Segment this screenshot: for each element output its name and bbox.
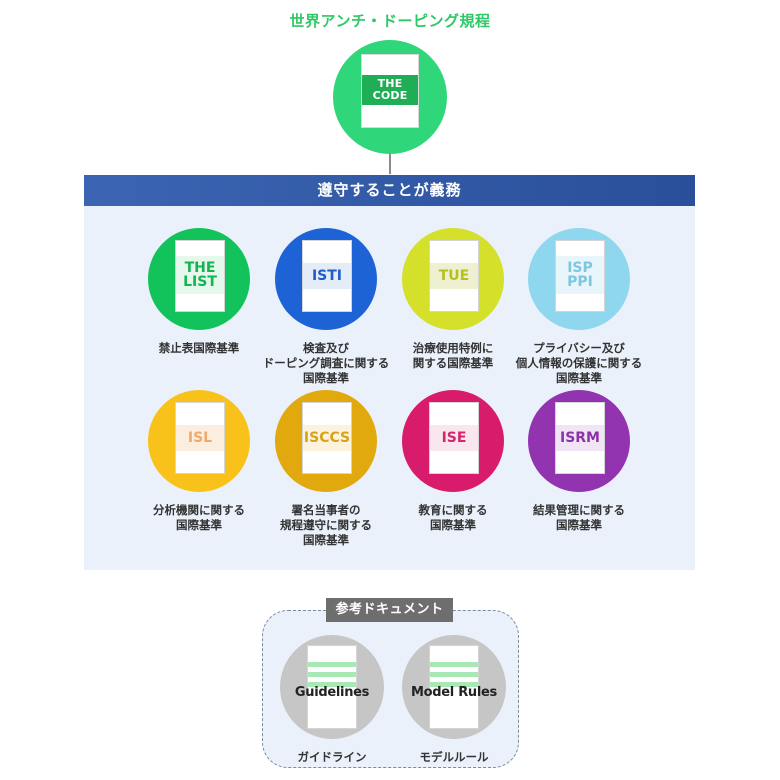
reference-label: モデルルール [419, 750, 489, 764]
standard-code: TUE [430, 263, 478, 289]
reference-icon: Model Rules [402, 635, 506, 739]
document-stripe [308, 672, 356, 677]
standard-code-line1: ISRM [559, 430, 600, 446]
standard-code-line1: TUE [438, 268, 470, 284]
reference-label: ガイドライン [297, 750, 367, 764]
standard-label-line: 署名当事者の [291, 503, 361, 517]
reference-document [429, 645, 479, 729]
standard-label-line: 国際基準 [303, 533, 349, 547]
standard-label-line: ドーピング調査に関する [262, 356, 390, 370]
reference-document [307, 645, 357, 729]
standard-document: ISTI [302, 240, 352, 312]
reference-icon: Guidelines [280, 635, 384, 739]
standard-icon: ISCCS [275, 390, 377, 492]
standard-document: ISE [429, 402, 479, 474]
standard-code-line1: ISCCS [303, 430, 351, 446]
standard-icon: ISRM [528, 390, 630, 492]
standard-label: 結果管理に関する国際基準 [504, 503, 654, 533]
standard-code: ISRM [556, 425, 604, 451]
standard-code-line1: ISE [441, 430, 467, 446]
standard-label-line: 教育に関する [418, 503, 488, 517]
standard-label: 検査及びドーピング調査に関する国際基準 [251, 341, 401, 386]
document-stripe [308, 662, 356, 667]
standard-label: 禁止表国際基準 [124, 341, 274, 356]
standard-label: プライバシー及び個人情報の保護に関する国際基準 [504, 341, 654, 386]
standard-label: 教育に関する国際基準 [378, 503, 528, 533]
standard-label-line: 禁止表国際基準 [158, 341, 240, 355]
code-doc-line1: THE [377, 77, 403, 90]
mandatory-heading: 遵守することが義務 [84, 175, 695, 206]
standard-label: 署名当事者の規程遵守に関する国際基準 [251, 503, 401, 548]
standard-code: ISCCS [303, 425, 351, 451]
reference-section: Guidelines ガイドライン Model Rules モデルルール [262, 610, 519, 768]
standard-icon: TUE [402, 228, 504, 330]
standard-label-line: 結果管理に関する [533, 503, 625, 517]
standard-label: 分析機関に関する国際基準 [124, 503, 274, 533]
standard-code-line1: ISP [567, 260, 593, 276]
document-stripe [430, 672, 478, 677]
document-stripe [430, 682, 478, 687]
standard-code: ISTI [303, 263, 351, 289]
code-document: THE CODE [361, 54, 419, 128]
reference-word: Model Rules [411, 685, 497, 700]
code-title: 世界アンチ・ドーピング規程 [289, 12, 491, 30]
standard-label-line: 関する国際基準 [412, 356, 494, 370]
standard-label-line: 治療使用特例に [412, 341, 494, 355]
document-stripe [430, 662, 478, 667]
standard-code-line1: THE [184, 260, 216, 276]
standard-label-line: 規程遵守に関する [280, 518, 372, 532]
standard-label-line: プライバシー及び [533, 341, 625, 355]
standard-document: ISRM [555, 402, 605, 474]
standard-label-line: 国際基準 [430, 518, 476, 532]
standard-label-line: 個人情報の保護に関する [515, 356, 643, 370]
standard-code-line1: ISL [187, 430, 213, 446]
standard-code: ISL [176, 425, 224, 451]
code-doc-line2: CODE [372, 89, 408, 102]
code-document-icon[interactable]: THE CODE [333, 40, 447, 154]
document-stripe [308, 682, 356, 687]
reference-heading: 参考ドキュメント [326, 598, 453, 622]
standard-document: TUE [429, 240, 479, 312]
standard-icon: ISL [148, 390, 250, 492]
standard-label-line: 国際基準 [556, 371, 602, 385]
standard-label-line: 分析機関に関する [153, 503, 245, 517]
standard-code-line1: ISTI [311, 268, 343, 284]
standard-icon: ISE [402, 390, 504, 492]
standard-document: ISCCS [302, 402, 352, 474]
standard-label-line: 国際基準 [176, 518, 222, 532]
connector-line [389, 154, 391, 174]
reference-word: Guidelines [294, 685, 370, 700]
code-document-band: THE CODE [362, 75, 418, 105]
standard-icon: ISTI [275, 228, 377, 330]
standard-code: ISE [430, 425, 478, 451]
standard-code-line2: LIST [183, 274, 217, 290]
standard-code-line2: PPI [567, 274, 593, 290]
standard-label-line: 国際基準 [303, 371, 349, 385]
standard-document: ISL [175, 402, 225, 474]
standard-label: 治療使用特例に関する国際基準 [378, 341, 528, 371]
standard-label-line: 検査及び [303, 341, 349, 355]
standard-label-line: 国際基準 [556, 518, 602, 532]
